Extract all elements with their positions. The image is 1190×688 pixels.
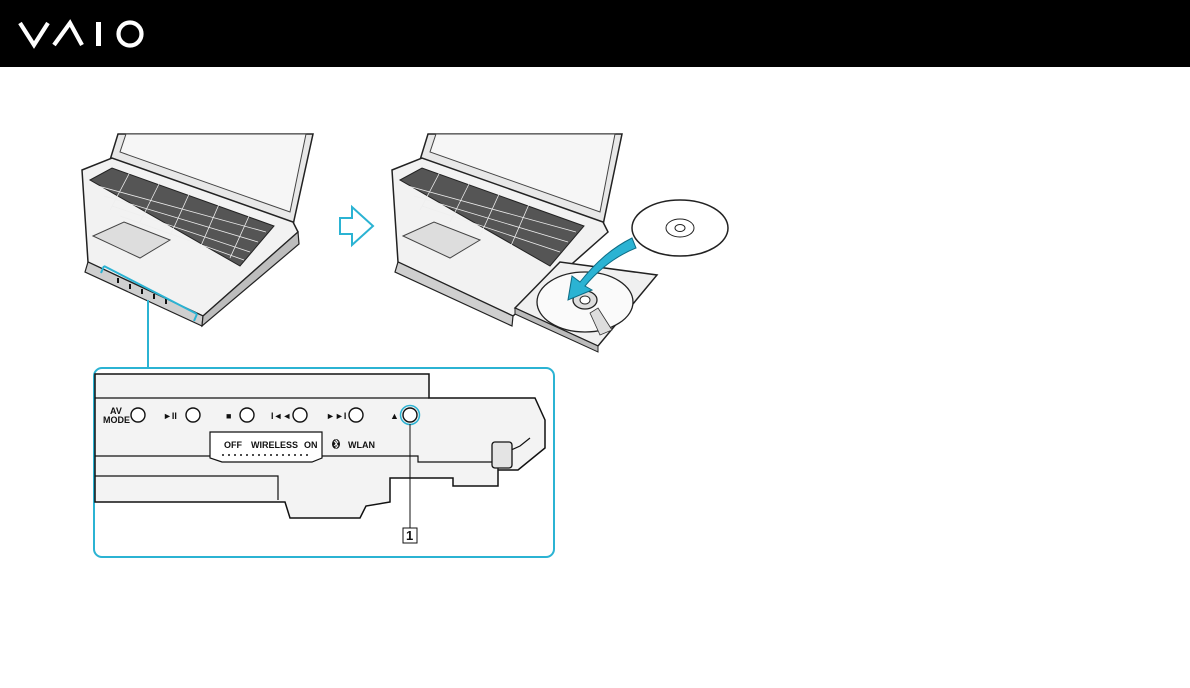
stop-button[interactable] <box>240 408 254 422</box>
bluetooth-icon <box>332 439 340 449</box>
cd-disc-icon <box>632 200 728 256</box>
callout-number: 1 <box>406 528 413 543</box>
next-track-button[interactable] <box>349 408 363 422</box>
previous-track-button[interactable] <box>293 408 307 422</box>
front-panel-detail: AV MODE ►II ■ I◄◄ ►►I ▲ OFF WIRELESS ON … <box>94 368 554 557</box>
arrow-right-icon <box>340 207 373 245</box>
previous-track-label: I◄◄ <box>271 411 291 421</box>
wireless-off-label: OFF <box>224 440 242 450</box>
wireless-on-label: ON <box>304 440 318 450</box>
eject-button[interactable] <box>403 408 417 422</box>
vaio-logo-icon <box>18 17 153 49</box>
laptop-closed-drive <box>82 134 313 368</box>
stop-label: ■ <box>226 411 231 421</box>
laptop-open-drive <box>392 134 657 352</box>
header-bar <box>0 0 1190 67</box>
av-mode-button[interactable] <box>131 408 145 422</box>
wlan-label: WLAN <box>348 440 375 450</box>
eject-label: ▲ <box>390 411 399 421</box>
next-track-label: ►►I <box>326 411 346 421</box>
av-mode-label-bottom: MODE <box>103 415 130 425</box>
eject-disc-illustration: AV MODE ►II ■ I◄◄ ►►I ▲ OFF WIRELESS ON … <box>0 67 1190 688</box>
wireless-label: WIRELESS <box>251 440 298 450</box>
play-pause-label: ►II <box>163 411 177 421</box>
play-pause-button[interactable] <box>186 408 200 422</box>
